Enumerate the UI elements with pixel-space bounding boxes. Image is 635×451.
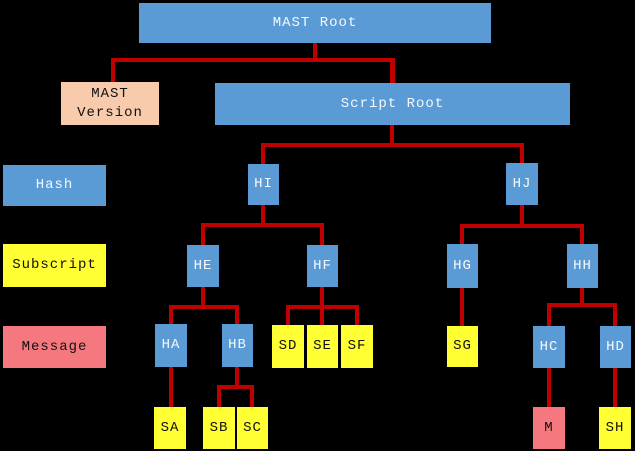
connector-segment-hb-children: [217, 385, 254, 389]
node-ha: HA: [155, 324, 187, 367]
node-subscript-row-label: Subscript: [3, 244, 106, 287]
connector-segment-hi-children: [320, 223, 324, 245]
connector-segment-hg-children: [460, 288, 464, 326]
connector-segment-hb-children: [250, 385, 254, 407]
connector-segment-hj-children: [520, 205, 524, 228]
node-hc: HC: [533, 326, 565, 368]
node-sg: SG: [447, 326, 478, 367]
connector-segment-script-root-children: [520, 143, 524, 163]
node-he: HE: [187, 245, 219, 287]
node-hash-row-label: Hash: [3, 165, 106, 206]
node-message-row-label: Message: [3, 326, 106, 368]
connector-segment-hd-children: [613, 368, 617, 407]
connector-segment-hf-children: [320, 287, 324, 309]
node-hj: HJ: [506, 163, 538, 205]
connector-segment-he-children: [235, 305, 239, 324]
connector-segment-hb-children: [235, 367, 239, 389]
connector-segment-he-children: [201, 287, 205, 309]
connector-segment-mast-root-children: [111, 58, 395, 62]
connector-segment-mast-root-children: [111, 58, 115, 82]
connector-segment-hh-children: [613, 303, 617, 326]
connector-segment-hb-children: [217, 385, 221, 407]
connector-segment-script-root-children: [390, 125, 394, 147]
node-mast-version: MAST Version: [61, 82, 159, 125]
connector-segment-hh-children: [580, 288, 584, 307]
connector-segment-ha-children: [169, 367, 173, 407]
node-m: M: [533, 407, 565, 449]
node-sc: SC: [237, 407, 268, 449]
connector-segment-hi-children: [261, 205, 265, 227]
node-hh: HH: [567, 244, 598, 288]
connector-segment-mast-root-children: [313, 43, 317, 62]
node-hd: HD: [600, 326, 631, 368]
connector-segment-hi-children: [201, 223, 205, 245]
node-hi: HI: [248, 164, 279, 205]
node-sh: SH: [599, 407, 631, 449]
connector-segment-hf-children: [355, 305, 359, 325]
connector-segment-mast-root-children: [390, 58, 395, 83]
connector-segment-he-children: [169, 305, 239, 309]
connector-segment-hj-children: [460, 224, 464, 244]
node-hf: HF: [307, 245, 338, 287]
node-se: SE: [307, 325, 338, 368]
node-script-root: Script Root: [215, 83, 570, 125]
node-sd: SD: [272, 325, 304, 368]
connector-segment-script-root-children: [261, 143, 524, 147]
node-sf: SF: [341, 325, 373, 368]
node-sb: SB: [203, 407, 235, 449]
connector-segment-he-children: [169, 305, 173, 324]
connector-segment-hf-children: [320, 305, 324, 325]
connector-segment-hi-children: [201, 223, 324, 227]
connector-segment-script-root-children: [261, 143, 265, 164]
node-mast-root: MAST Root: [139, 3, 491, 43]
connector-segment-hc-children: [547, 368, 551, 407]
connector-segment-hh-children: [547, 303, 617, 307]
node-sa: SA: [154, 407, 186, 449]
node-hg: HG: [447, 244, 478, 288]
connector-segment-hh-children: [547, 303, 551, 326]
node-hb: HB: [222, 324, 253, 367]
connector-segment-hf-children: [286, 305, 290, 325]
connector-segment-hj-children: [460, 224, 584, 228]
connector-segment-hj-children: [580, 224, 584, 244]
